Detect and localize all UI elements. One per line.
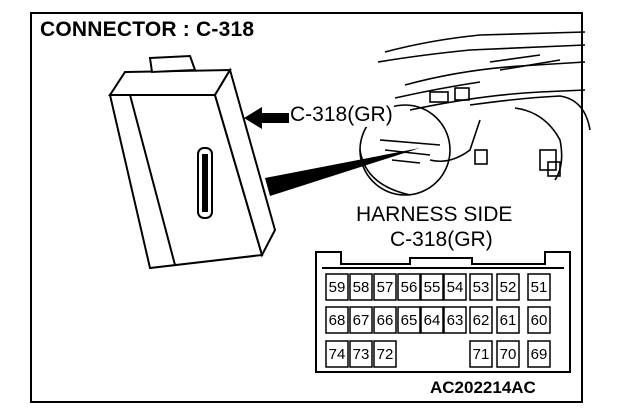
pin-number: 56 [401,279,418,296]
pin-number: 53 [473,279,490,296]
pin-number: 74 [329,346,346,363]
pin-cell [349,273,373,301]
pin-number: 72 [377,346,394,363]
pin-number: 59 [329,279,346,296]
dashboard-sketch [359,31,591,196]
pin-number: 63 [447,312,464,329]
pin-number: 68 [329,312,346,329]
module-illustration [108,54,277,270]
diagram-frame [30,12,583,403]
pin-number: 60 [531,312,548,329]
pin-number: 51 [531,279,548,296]
pointer-wedge [265,148,420,196]
pin-cell [325,273,349,301]
pin-cell [373,340,397,368]
pin-cell [527,340,551,368]
pin-number: 69 [531,346,548,363]
pin-cell [420,273,444,301]
pin-number: 71 [473,346,490,363]
pin-cell [496,340,520,368]
pin-cell [469,340,493,368]
pin-number: 62 [473,312,490,329]
pin-cell [469,306,493,334]
pin-number: 54 [447,279,464,296]
pin-grid: 59 58 57 56 55 54 53 52 51 68 67 66 65 64 63 62 61 60 74 73… [325,273,551,368]
pin-number: 52 [500,279,517,296]
pin-cell [349,340,373,368]
pin-number: 73 [353,346,370,363]
pin-number: 64 [424,312,441,329]
pin-cell [397,306,421,334]
pin-number: 66 [377,312,394,329]
pin-cell [420,306,444,334]
pin-cell [469,273,493,301]
pin-number: 58 [353,279,370,296]
connector-title: CONNECTOR : C-318 [40,18,255,41]
pin-number: 65 [401,312,418,329]
pin-cell [373,306,397,334]
pin-cell [349,306,373,334]
pin-cell [443,306,467,334]
pin-cell [527,306,551,334]
pin-cell [397,273,421,301]
pin-cell [325,306,349,334]
connector-callout-label: C-318(GR) [289,103,394,127]
pin-number: 67 [353,312,370,329]
pin-cell [496,273,520,301]
harness-side-connector-label: C-318(GR) [390,228,493,251]
pin-cell [373,273,397,301]
pin-number: 70 [500,346,517,363]
connector-outline [315,251,571,373]
pin-cell [496,306,520,334]
arrow-icon [244,107,294,129]
harness-side-label: HARNESS SIDE [356,203,513,226]
pin-cell [527,273,551,301]
figure-id: AC202214AC [430,378,536,397]
pin-cell [325,340,349,368]
pin-number: 57 [377,279,394,296]
pin-number: 55 [424,279,441,296]
pin-number: 61 [500,312,517,329]
pin-cell [443,273,467,301]
